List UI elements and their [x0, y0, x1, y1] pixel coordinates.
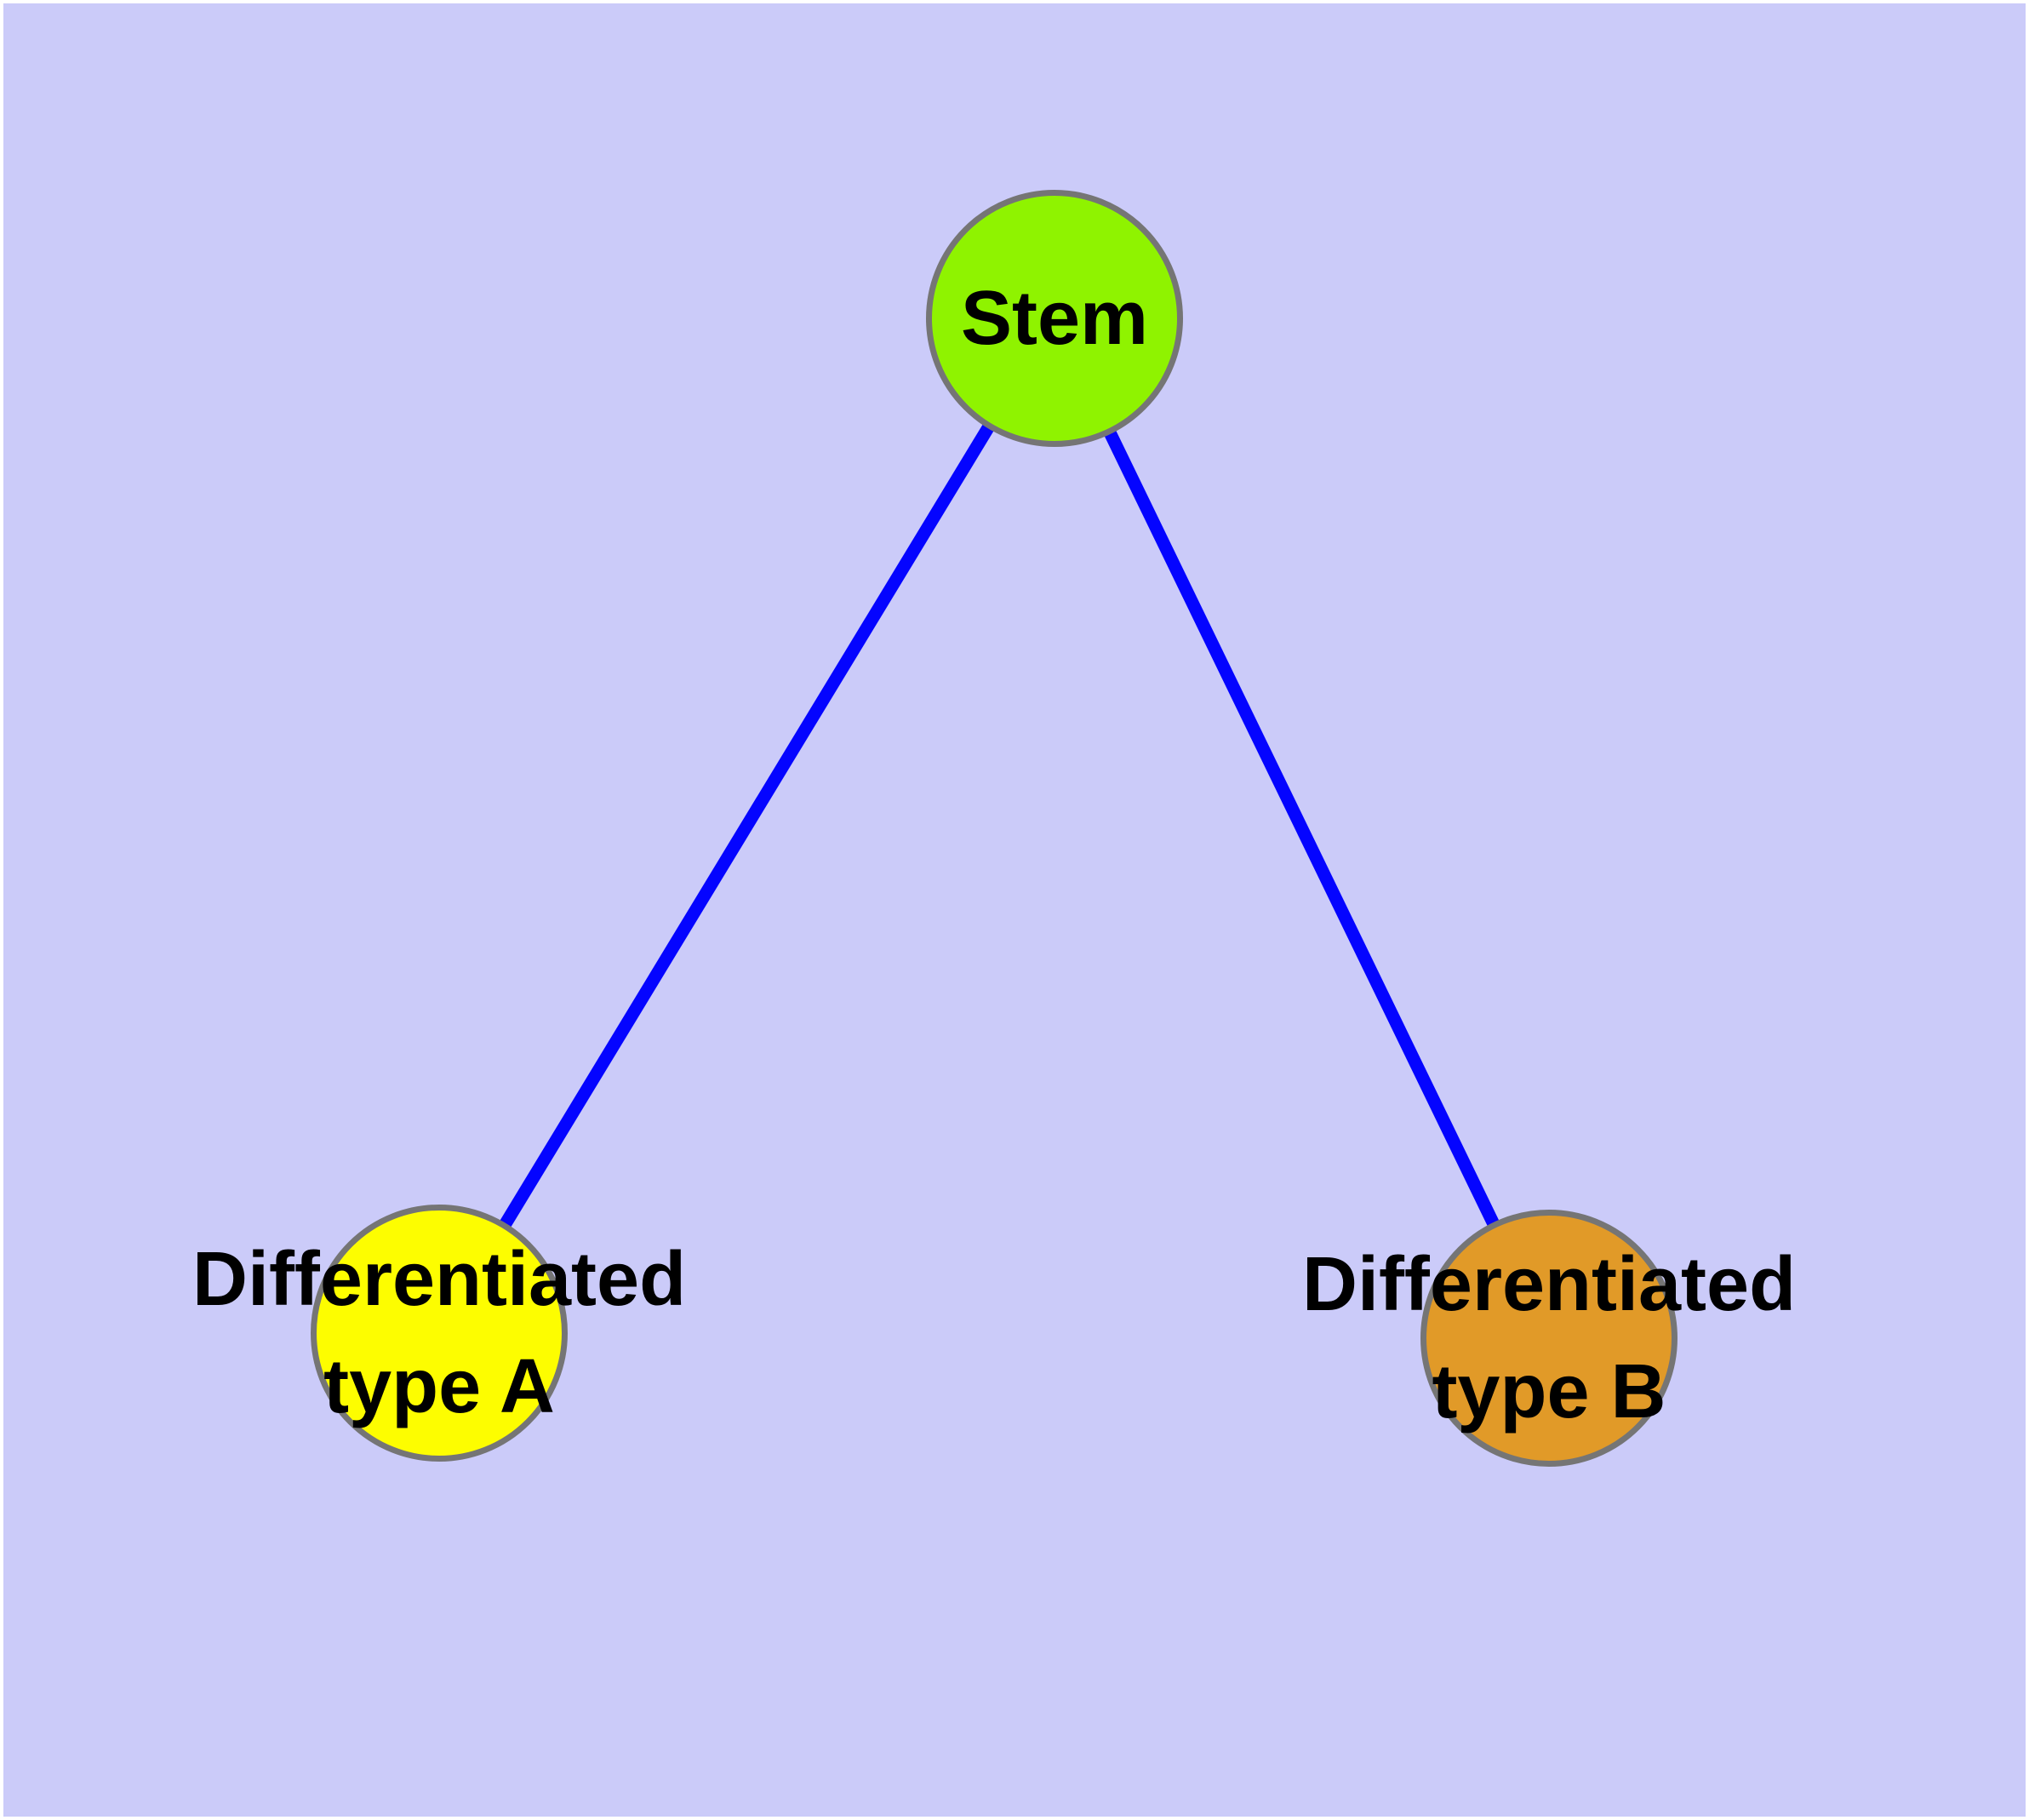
node-differentiated-type-b — [1420, 1210, 1677, 1467]
node-stem-label: Stem — [960, 276, 1149, 361]
diagram-canvas: Stem Differentiated type A Differentiate… — [3, 3, 2026, 1817]
node-differentiated-type-a-label: Differentiated type A — [191, 1237, 687, 1429]
node-stem — [926, 190, 1183, 447]
edge-stem-to-type-b — [1049, 315, 1555, 1342]
edge-stem-to-type-a — [433, 315, 1060, 1336]
edges-layer — [433, 315, 1555, 1342]
node-differentiated-type-a — [311, 1205, 568, 1462]
node-differentiated-type-b-label: Differentiated type B — [1301, 1242, 1797, 1434]
